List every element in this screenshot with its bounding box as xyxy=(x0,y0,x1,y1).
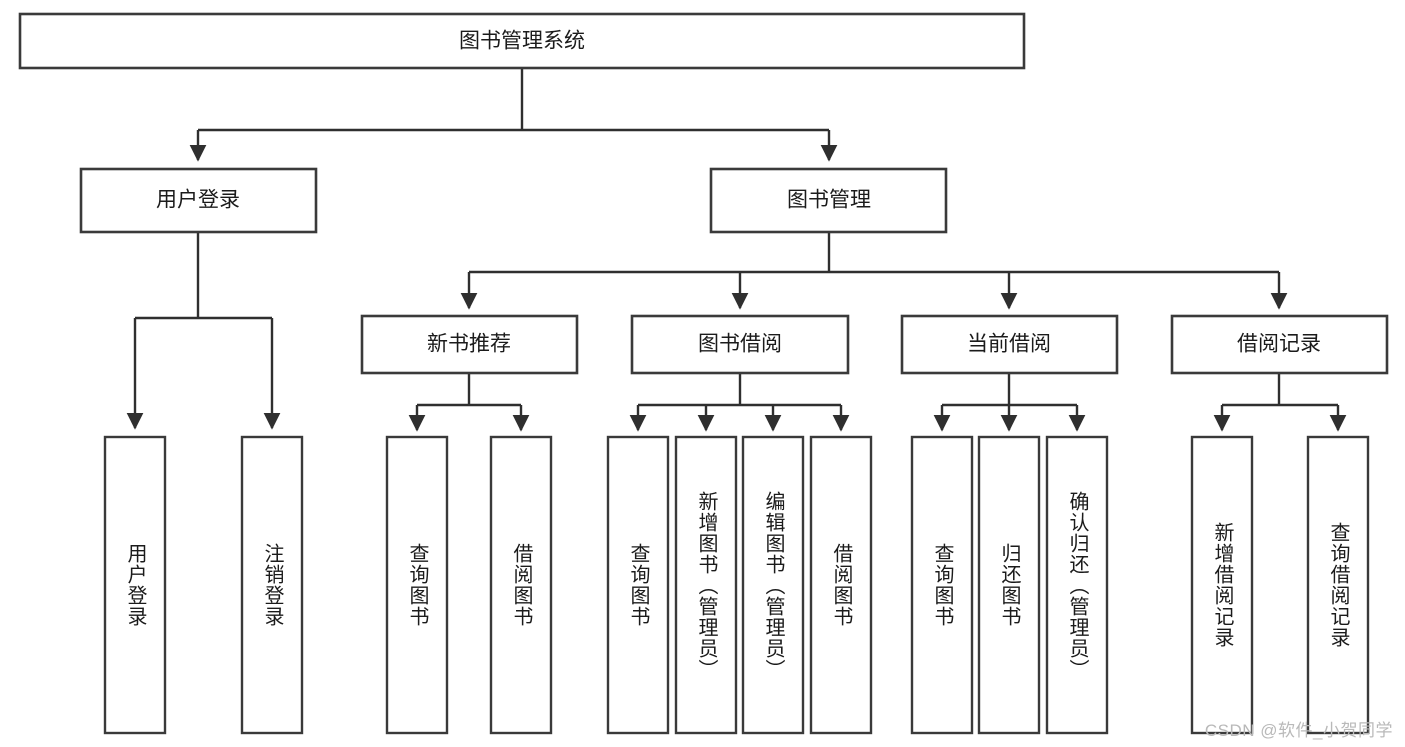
leaf-box-borrow-book-1[interactable] xyxy=(489,435,553,735)
node-borrow-record[interactable]: 借阅记录 xyxy=(1170,314,1389,375)
node-book-borrow-box[interactable] xyxy=(630,314,850,375)
node-user-login[interactable]: 用户登录 xyxy=(79,167,318,234)
node-root-label: 图书管理系统 xyxy=(459,30,585,53)
node-new-book-recommend-box[interactable] xyxy=(360,314,579,375)
leaf-box-confirm-return[interactable] xyxy=(1045,435,1109,735)
node-root[interactable]: 图书管理系统 xyxy=(18,12,1026,70)
connector-group-user-login xyxy=(126,232,281,430)
leaf-box-user-login[interactable] xyxy=(103,435,167,735)
node-book-manage[interactable]: 图书管理 xyxy=(709,167,948,234)
watermark: CSDN @软件_小贺同学 xyxy=(1204,721,1393,740)
node-current-borrow-box[interactable] xyxy=(900,314,1119,375)
leaf-box-return-book[interactable] xyxy=(977,435,1041,735)
node-book-manage-box[interactable] xyxy=(709,167,948,234)
connector-group-book-manage xyxy=(460,232,1288,310)
node-book-manage-label: 图书管理 xyxy=(787,189,871,212)
node-current-borrow-label: 当前借阅 xyxy=(967,333,1051,356)
connector-group-root xyxy=(189,68,838,162)
leaf-box-add-record[interactable] xyxy=(1190,435,1254,735)
leaf-box-query-book-3[interactable] xyxy=(910,435,974,735)
leaf-box-borrow-book-2[interactable] xyxy=(809,435,873,735)
connector-group-borrow-record xyxy=(1213,373,1347,432)
node-user-login-label: 用户登录 xyxy=(156,189,240,212)
node-new-book-recommend[interactable]: 新书推荐 xyxy=(360,314,579,375)
leaf-box-user-logout[interactable] xyxy=(240,435,304,735)
node-current-borrow[interactable]: 当前借阅 xyxy=(900,314,1119,375)
connector-group-book-borrow xyxy=(629,373,850,432)
leaf-box-query-book-1[interactable] xyxy=(385,435,449,735)
node-borrow-record-box[interactable] xyxy=(1170,314,1389,375)
leaf-box-edit-book[interactable] xyxy=(741,435,805,735)
node-new-book-recommend-label: 新书推荐 xyxy=(427,333,511,356)
connector-group-current-borrow xyxy=(933,373,1086,432)
connector-group-new-book-recommend xyxy=(408,373,530,432)
node-book-borrow-label: 图书借阅 xyxy=(698,333,782,356)
leaf-box-query-book-2[interactable] xyxy=(606,435,670,735)
node-borrow-record-label: 借阅记录 xyxy=(1237,333,1321,356)
leaf-box-query-record[interactable] xyxy=(1306,435,1370,735)
node-user-login-box[interactable] xyxy=(79,167,318,234)
node-book-borrow[interactable]: 图书借阅 xyxy=(630,314,850,375)
node-root-box[interactable] xyxy=(18,12,1026,70)
leaf-box-add-book[interactable] xyxy=(674,435,738,735)
